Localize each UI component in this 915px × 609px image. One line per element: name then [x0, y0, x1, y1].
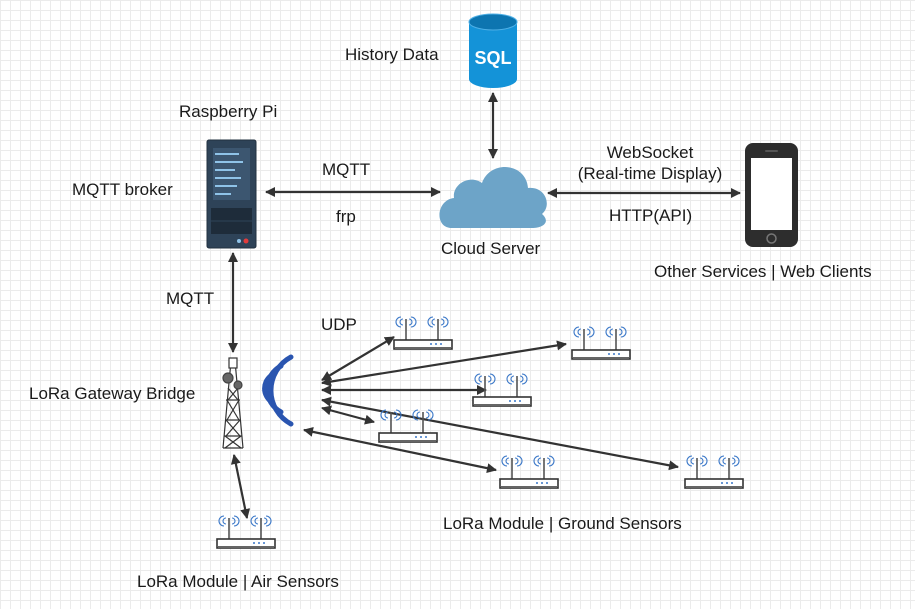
arrow-gateway-air	[230, 454, 251, 519]
lora-module-icon	[216, 515, 276, 549]
arrow-udp-2	[321, 340, 567, 387]
mqtt-broker-label: MQTT broker	[72, 180, 173, 199]
signal-waves-icon	[262, 354, 294, 427]
gateway-tower-icon	[222, 357, 244, 449]
ground-sensors-label: LoRa Module | Ground Sensors	[443, 514, 682, 533]
websocket-link-label: WebSocket	[606, 143, 694, 162]
lora-module-icon	[684, 455, 744, 489]
mqtt-vertical-link-label: MQTT	[166, 289, 215, 308]
frp-link-label: frp	[336, 207, 356, 226]
phone-icon	[745, 143, 798, 247]
arrow-udp-6	[303, 426, 497, 474]
gateway-label: LoRa Gateway Bridge	[29, 384, 196, 403]
sql-label: SQL	[474, 48, 511, 68]
server-icon	[206, 139, 257, 249]
lora-module-icon	[571, 326, 631, 360]
mqtt-link-label: MQTT	[322, 160, 371, 179]
connections	[228, 92, 741, 519]
clients-label: Other Services | Web Clients	[654, 262, 872, 281]
arrow-udp-5	[321, 396, 679, 471]
history-data-label: History Data	[345, 45, 439, 64]
database-icon: SQL	[468, 13, 518, 88]
raspberry-pi-label: Raspberry Pi	[179, 102, 278, 121]
realtime-display-label: (Real-time Display)	[577, 164, 723, 183]
air-sensors-label: LoRa Module | Air Sensors	[137, 572, 339, 591]
arrow-udp-4	[321, 405, 375, 425]
lora-module-icon	[393, 316, 453, 350]
cloud-server-label: Cloud Server	[441, 239, 541, 258]
lora-module-icon	[499, 455, 559, 489]
cloud-icon	[439, 167, 547, 228]
lora-module-icon	[378, 409, 438, 443]
http-api-link-label: HTTP(API)	[609, 206, 693, 225]
udp-link-label: UDP	[321, 315, 357, 334]
